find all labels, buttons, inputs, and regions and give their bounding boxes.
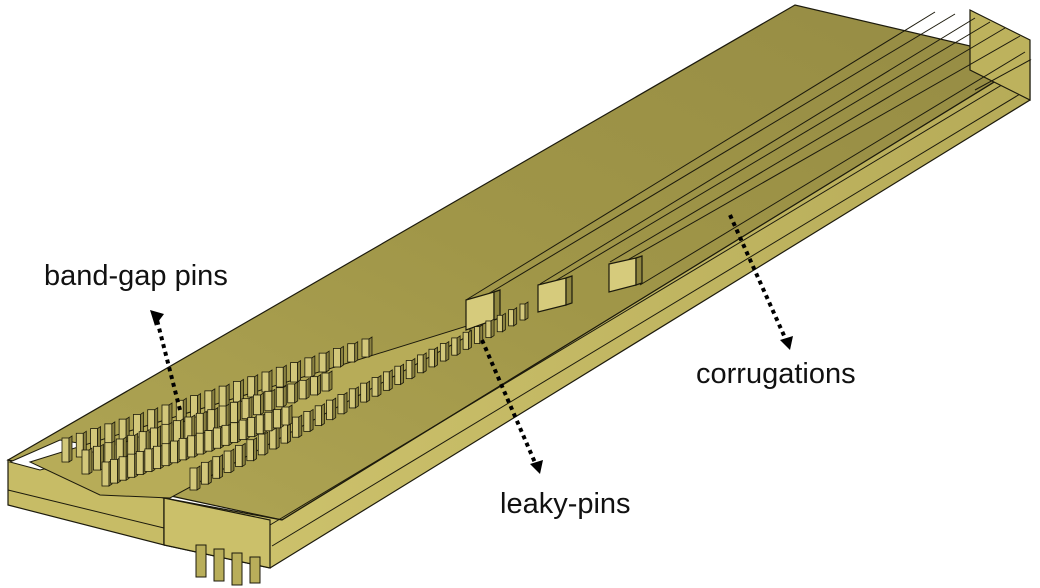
band-gap-pin	[275, 384, 287, 408]
bottom-fins	[195, 544, 261, 586]
leaky-pin	[292, 414, 303, 438]
leaky-pin	[246, 436, 257, 462]
leaky-pin	[439, 340, 450, 362]
leaky-pins-label: leaky-pins	[500, 488, 631, 520]
arrowhead-band-gap	[150, 310, 164, 326]
band-gap-pin	[361, 336, 373, 358]
leaky-pin	[394, 363, 404, 386]
band-gap-pin	[275, 364, 287, 388]
leaky-pin	[223, 448, 235, 474]
corrugation-ridges	[465, 11, 1026, 307]
corrugation-blocks	[465, 255, 643, 331]
leaky-pin	[200, 459, 212, 485]
band-gap-pin	[184, 414, 196, 440]
leaky-pin	[428, 346, 438, 368]
leaky-pin	[417, 352, 427, 374]
rear-end-face	[969, 9, 1031, 101]
leaky-pin	[257, 431, 269, 456]
band-gap-pin	[333, 345, 344, 368]
leaky-pin	[314, 403, 325, 427]
band-gap-pin	[161, 421, 173, 448]
front-slab	[163, 497, 271, 569]
arrow-leaky	[480, 339, 538, 466]
band-gap-pin	[264, 388, 276, 412]
band-gap-pin	[318, 350, 330, 373]
band-gap-pin	[230, 399, 241, 424]
leaky-pin	[371, 374, 382, 397]
leaky-pin	[303, 408, 314, 433]
leaky-pin	[383, 369, 393, 392]
leaky-pin	[212, 453, 224, 480]
leaky-pin	[451, 335, 461, 356]
band-gap-pin	[290, 359, 301, 383]
leaky-pin	[508, 306, 518, 327]
leaky-pin	[189, 465, 201, 491]
leaky-pin	[405, 357, 416, 380]
band-gap-pin	[298, 377, 310, 400]
leaky-pin	[337, 391, 348, 415]
pins	[61, 301, 529, 491]
band-gap-pin	[241, 395, 253, 420]
band-gap-pin	[281, 404, 293, 426]
band-gap-pin	[261, 369, 273, 393]
leaky-pin	[485, 318, 495, 339]
band-gap-pin	[310, 373, 321, 396]
leaky-pin	[348, 386, 359, 409]
band-gap-pin	[61, 435, 73, 463]
band-gap-pins-label: band-gap pins	[44, 260, 228, 292]
arrow-corrugations	[728, 214, 788, 341]
band-gap-pin	[81, 447, 93, 475]
band-gap-pin	[207, 406, 219, 432]
band-gap-pin	[304, 355, 316, 378]
leaky-pin	[496, 312, 506, 333]
band-gap-pin	[218, 383, 230, 408]
band-gap-pin	[204, 388, 216, 413]
leaky-pin	[235, 442, 246, 468]
band-gap-pin	[218, 403, 230, 428]
band-gap-pin	[287, 381, 299, 404]
band-gap-pin	[347, 340, 359, 363]
arrowhead-leaky	[530, 460, 543, 474]
band-gap-pin	[247, 373, 259, 398]
corrugations-label: corrugations	[696, 358, 856, 390]
pointer-arrows	[150, 214, 793, 474]
band-gap-pin	[321, 370, 333, 392]
band-gap-pin	[253, 392, 264, 416]
leaky-pin	[462, 329, 472, 351]
arrowhead-corrugations	[780, 336, 793, 350]
leaky-pin	[360, 380, 371, 403]
leaky-pin	[326, 397, 337, 421]
leaky-pin	[519, 301, 529, 321]
